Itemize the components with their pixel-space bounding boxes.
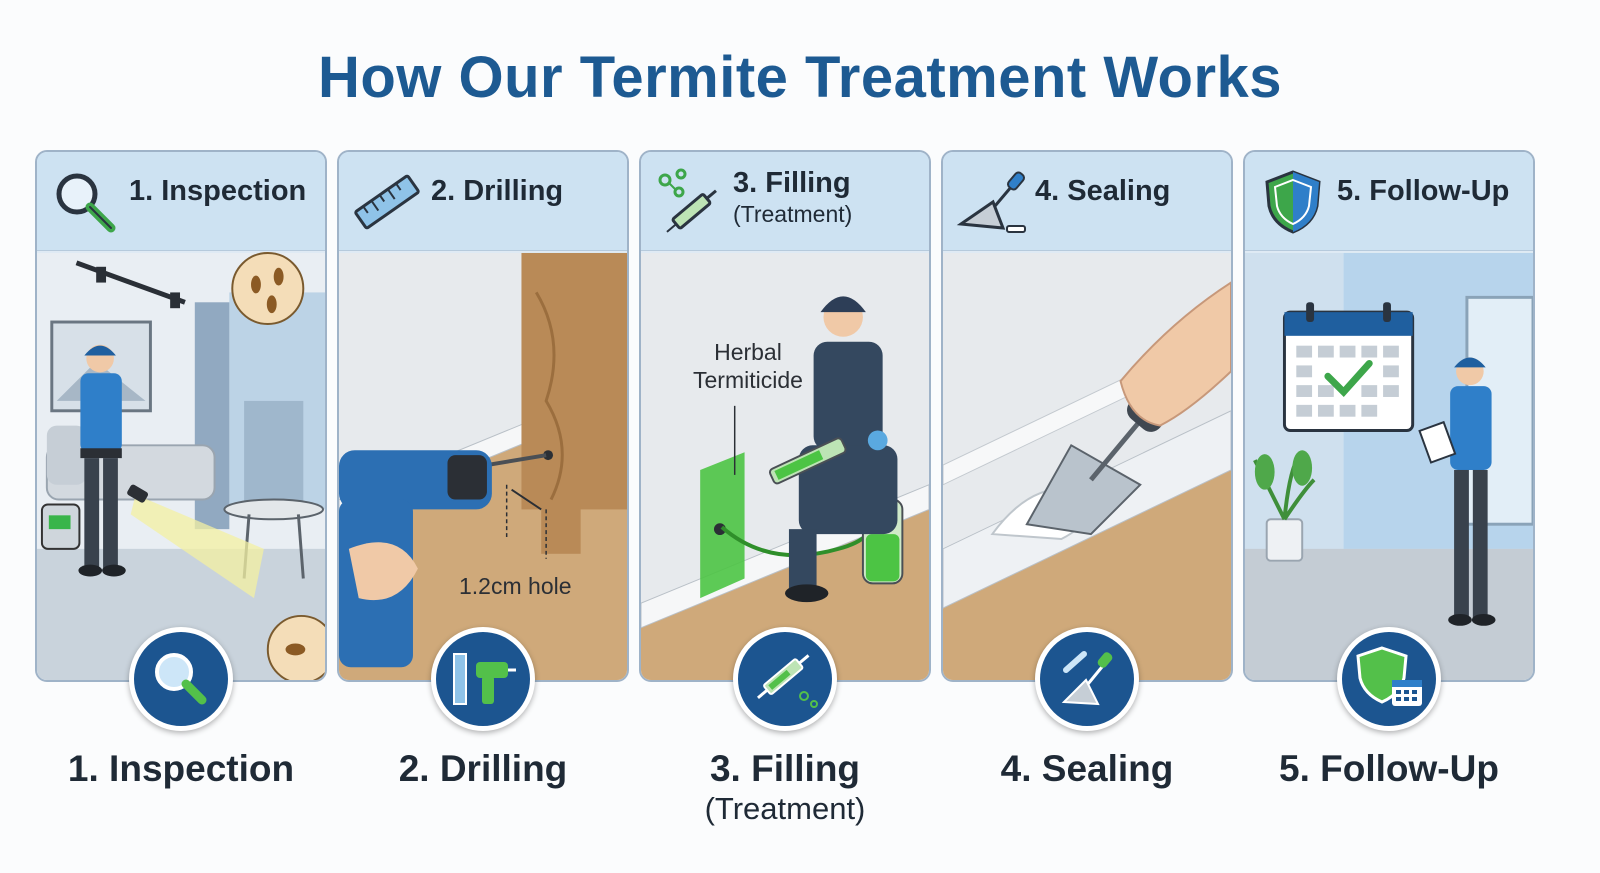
filling-scene — [641, 252, 929, 680]
step-panel-filling: 3. Filling (Treatment) Herbal Termiticid… — [639, 150, 931, 682]
page-title: How Our Termite Treatment Works — [317, 45, 1283, 110]
inspection-scene — [37, 251, 325, 680]
step-label-text: 4. Sealing — [1000, 748, 1174, 789]
syringe-icon — [756, 654, 818, 708]
follow-up-badge — [1337, 627, 1441, 731]
step-panel-follow-up: 5. Follow-Up — [1243, 150, 1535, 682]
panel-title: 3. Filling (Treatment) — [733, 166, 923, 228]
annotation-line: Herbal — [714, 339, 782, 365]
step-label-inspection: 1. Inspection — [35, 748, 327, 790]
step-label-text: 1. Inspection — [67, 748, 295, 789]
sealing-scene — [943, 252, 1231, 680]
step-sublabel-text: (Treatment) — [704, 791, 866, 826]
ruler-icon — [354, 174, 420, 230]
panel-title-main: 3. Filling — [733, 167, 851, 199]
panel-header: 5. Follow-Up — [1245, 152, 1533, 251]
panel-title: 4. Sealing — [1035, 175, 1171, 207]
step-label-drilling: 2. Drilling — [337, 748, 629, 790]
panel-header: 2. Drilling — [339, 152, 627, 251]
ruler-drill-icon — [453, 653, 516, 705]
panel-title: 1. Inspection — [129, 175, 307, 207]
panel-title: 5. Follow-Up — [1337, 175, 1510, 207]
step-label-follow-up: 5. Follow-Up — [1243, 748, 1535, 790]
trowel-icon — [1061, 651, 1113, 706]
syringe-icon — [658, 168, 717, 233]
follow-up-scene — [1245, 252, 1533, 680]
step-label-text: 3. Filling — [709, 748, 861, 789]
annotation-line: Termiticide — [693, 367, 803, 393]
hole-size-annotation: 1.2cm hole — [459, 573, 572, 599]
filling-badge — [733, 627, 837, 731]
termiticide-annotation: Herbal Termiticide — [693, 338, 803, 394]
shield-calendar-icon — [1356, 646, 1422, 706]
step-label-text: 2. Drilling — [398, 748, 568, 789]
inspection-badge — [129, 627, 233, 731]
drilling-scene — [339, 252, 627, 680]
step-panel-sealing: 4. Sealing — [941, 150, 1233, 682]
step-label-sealing: 4. Sealing — [941, 748, 1233, 790]
step-panel-drilling: 2. Drilling 1.2cm hole — [337, 150, 629, 682]
panel-header: 4. Sealing — [943, 152, 1231, 251]
magnifier-icon — [155, 653, 207, 705]
step-label-filling: 3. Filling (Treatment) — [639, 748, 931, 828]
trowel-icon — [956, 171, 1026, 233]
panel-title: 2. Drilling — [431, 175, 564, 207]
panel-header: 3. Filling (Treatment) — [641, 152, 929, 251]
step-label-text: 5. Follow-Up — [1279, 748, 1499, 789]
panel-header: 1. Inspection — [37, 152, 325, 251]
panel-title-sub: (Treatment) — [733, 201, 853, 227]
drilling-badge — [431, 627, 535, 731]
sealing-badge — [1035, 627, 1139, 731]
step-panel-inspection: 1. Inspection — [35, 150, 327, 682]
shield-icon — [1265, 170, 1321, 234]
magnifier-icon — [56, 173, 116, 233]
